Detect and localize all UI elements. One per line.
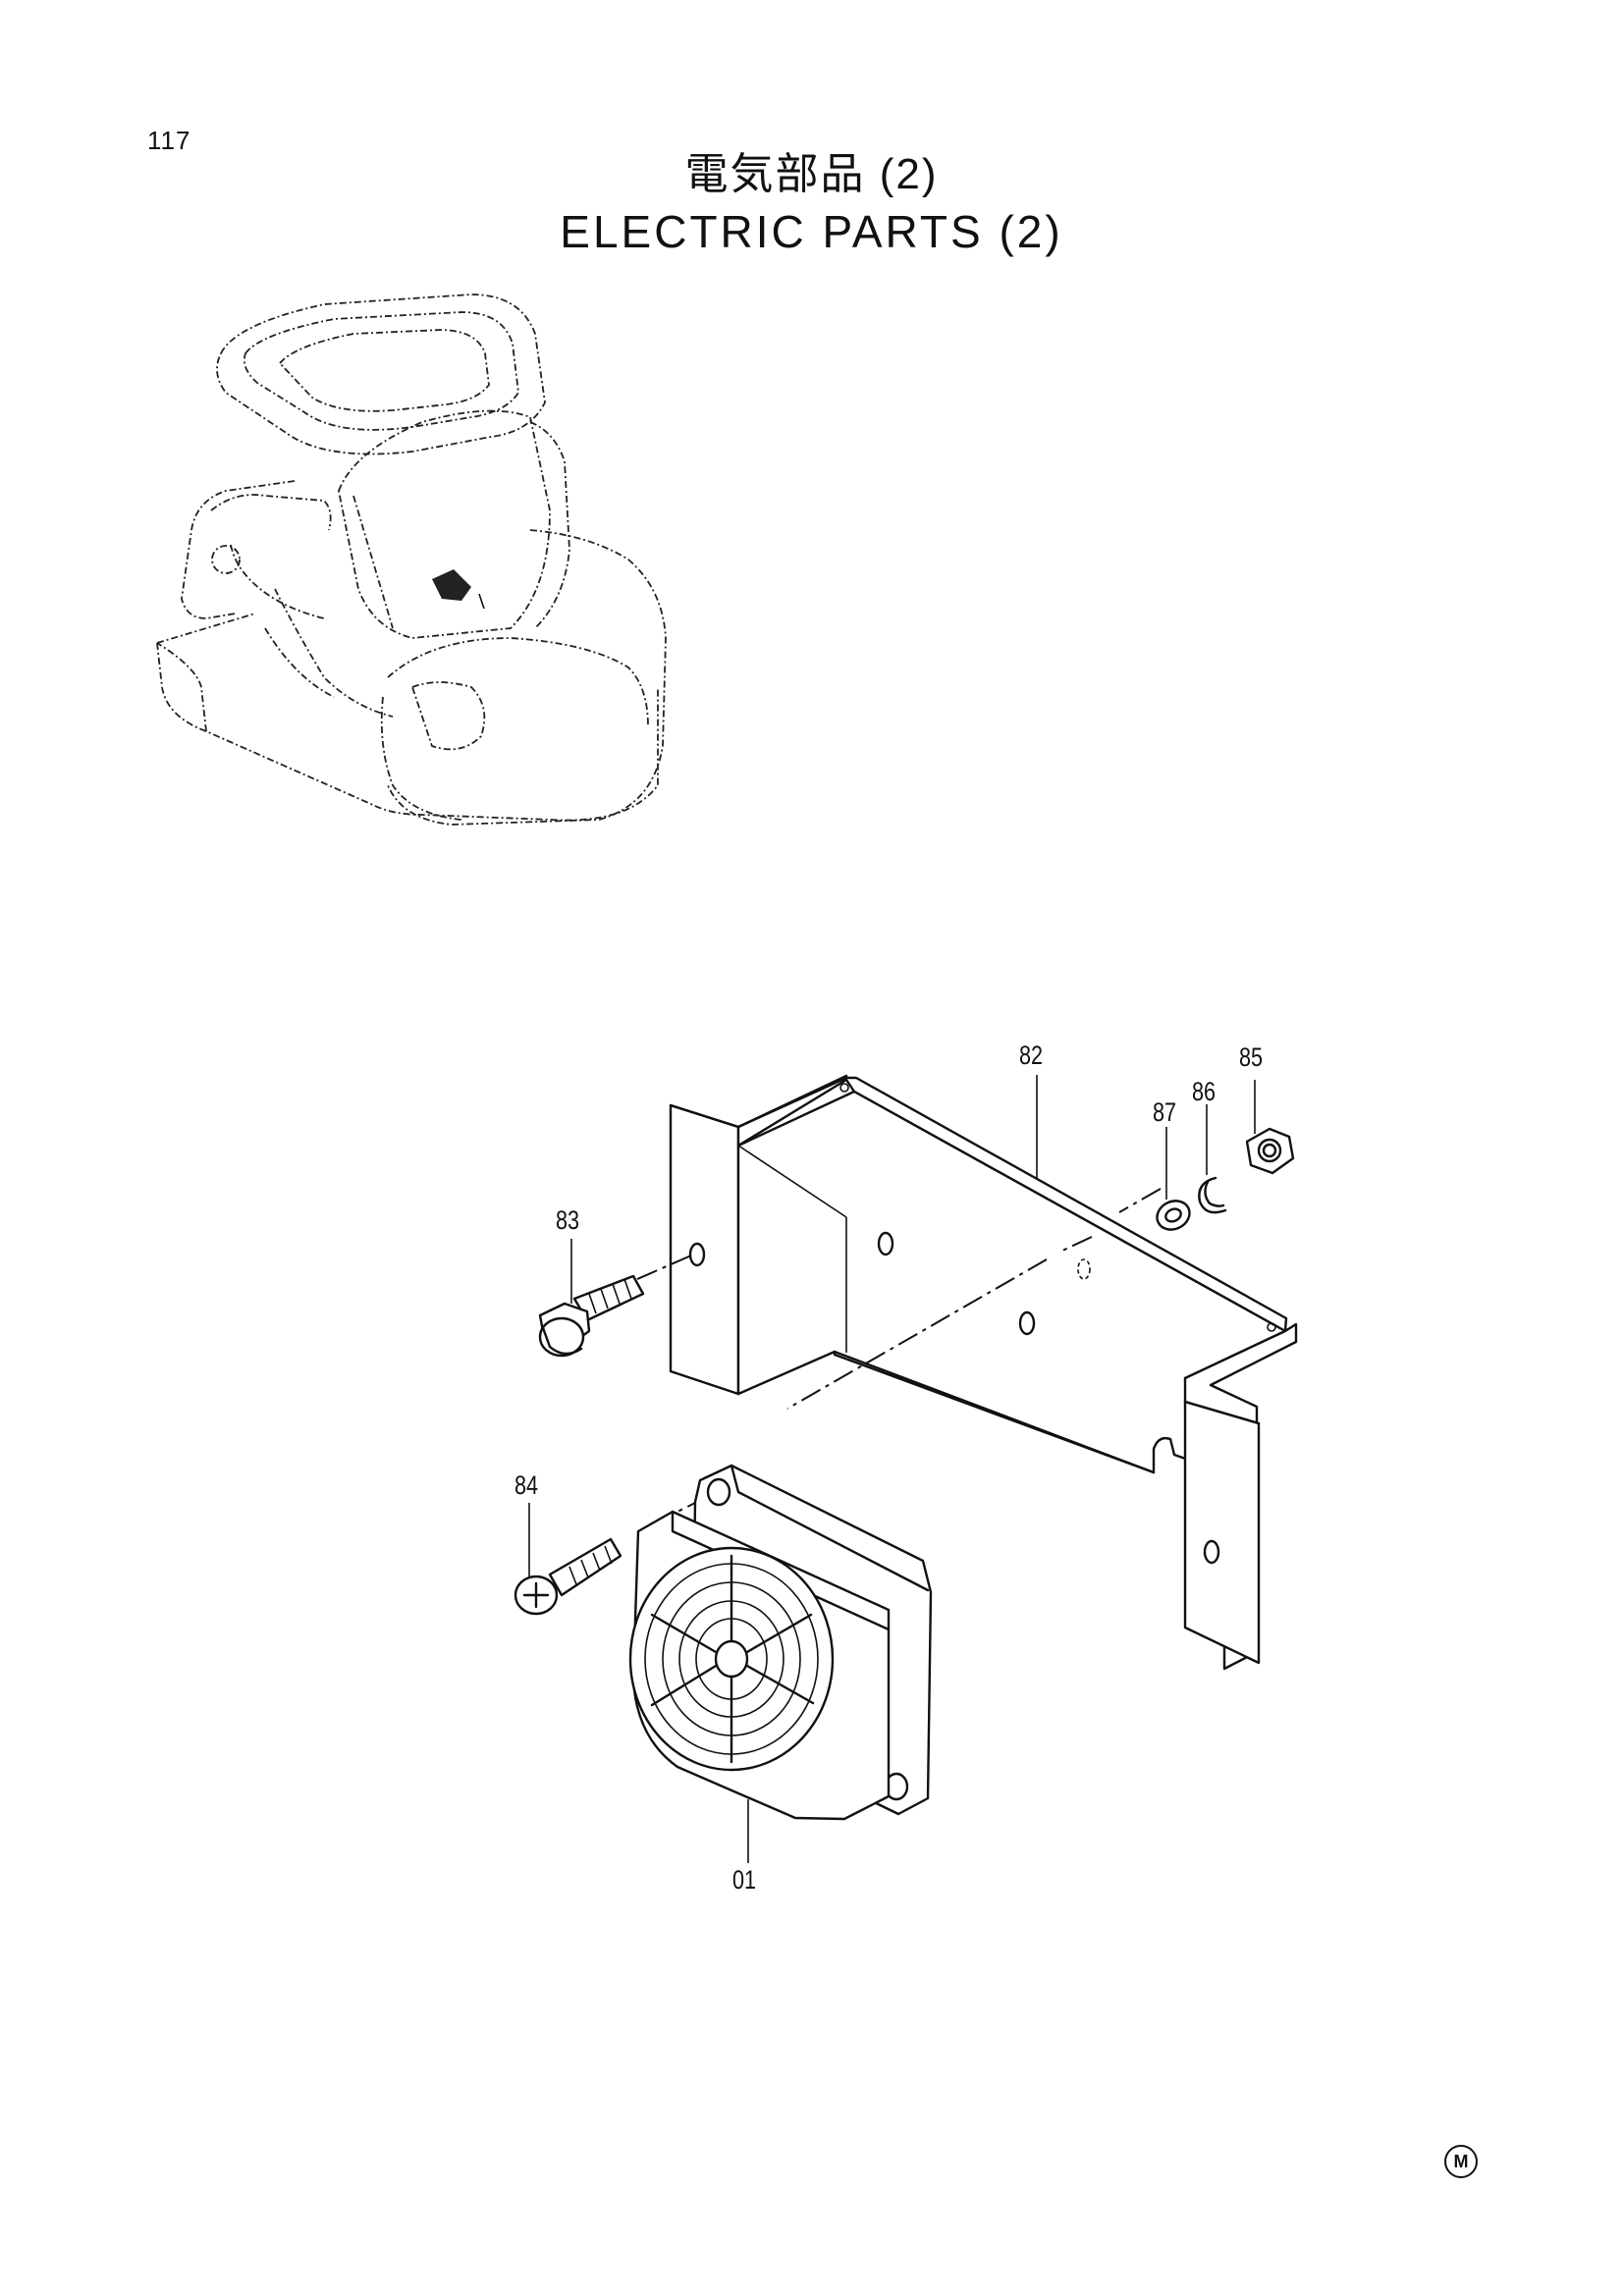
callout-85: 85	[1239, 1042, 1264, 1072]
title-english: ELECTRIC PARTS (2)	[560, 206, 1063, 257]
page-number: 117	[147, 126, 191, 155]
leader-lines	[528, 1075, 1256, 1863]
spring-washer-part-86	[1198, 1176, 1227, 1214]
title-japanese: 電気部品 (2)	[684, 150, 939, 198]
callout-86: 86	[1192, 1077, 1217, 1106]
callout-87: 87	[1153, 1097, 1177, 1127]
page-title: 電気部品 (2) ELECTRIC PARTS (2)	[0, 147, 1623, 261]
nut-part-85	[1245, 1127, 1295, 1175]
callout-84: 84	[514, 1470, 539, 1500]
callout-83: 83	[556, 1205, 580, 1235]
corner-mark-badge: M	[1444, 2145, 1478, 2178]
washer-part-87	[1156, 1200, 1191, 1231]
machine-overview-illustration	[156, 294, 667, 826]
callout-01: 01	[732, 1865, 757, 1895]
callout-82: 82	[1019, 1041, 1044, 1070]
bolt-part-83	[538, 1274, 645, 1358]
bracket-part-82	[669, 1074, 1298, 1671]
buzzer-part-01	[628, 1464, 933, 1821]
screw-part-84	[514, 1537, 622, 1616]
